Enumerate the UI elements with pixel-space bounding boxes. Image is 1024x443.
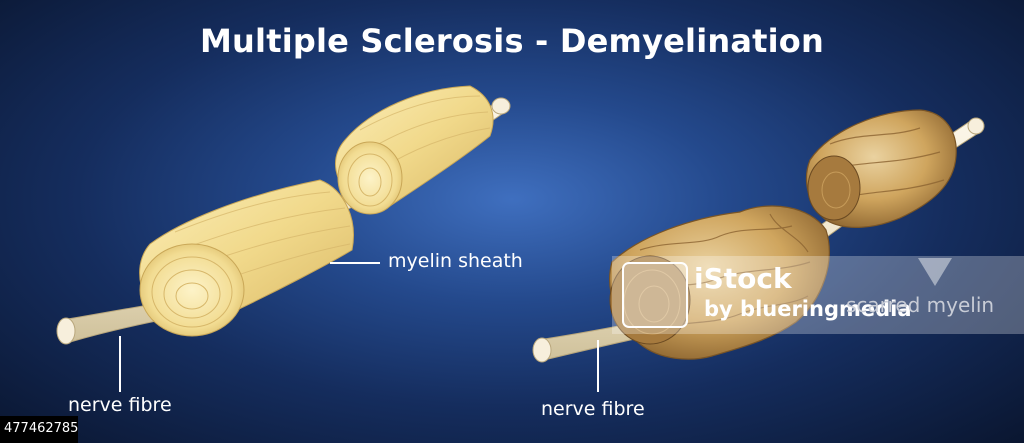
diagram-title: Multiple Sclerosis - Demyelination [200, 22, 824, 60]
nerve-fibre-right-cut-end [532, 337, 552, 363]
nerve-fibre-top-end [491, 97, 511, 115]
stock-id-text: 477462785 [4, 421, 79, 436]
nerve-fibre-right-label: nerve fibre [541, 398, 645, 420]
nerve-fibre-left-label: nerve fibre [68, 394, 172, 416]
myelin-large-end-face [139, 243, 245, 337]
myelin-small-end-face [337, 141, 403, 215]
istock-logo-icon [622, 262, 688, 328]
scarred-myelin-label: scarred myelin [846, 293, 995, 317]
damaged-nerve [532, 109, 985, 363]
watermark-credit: by blueringmedia [704, 297, 912, 321]
scarred-upper-end-face [807, 155, 861, 221]
nerve-fibre-left-cut-end [56, 317, 76, 345]
watermark-triangle-icon [918, 258, 952, 286]
nerve-fibre-left-leader-line [119, 336, 121, 392]
myelin-sheath-label: myelin sheath [388, 250, 523, 272]
watermark-brand: iStock [694, 262, 792, 295]
watermark-band [612, 256, 1024, 334]
stock-id-badge: 477462785 [0, 416, 78, 443]
nerve-fibre-right-leader-line [597, 340, 599, 392]
myelin-sheath-leader-line [330, 262, 380, 264]
nerve-fibre-right-top-end [967, 117, 985, 135]
healthy-nerve [56, 85, 511, 345]
